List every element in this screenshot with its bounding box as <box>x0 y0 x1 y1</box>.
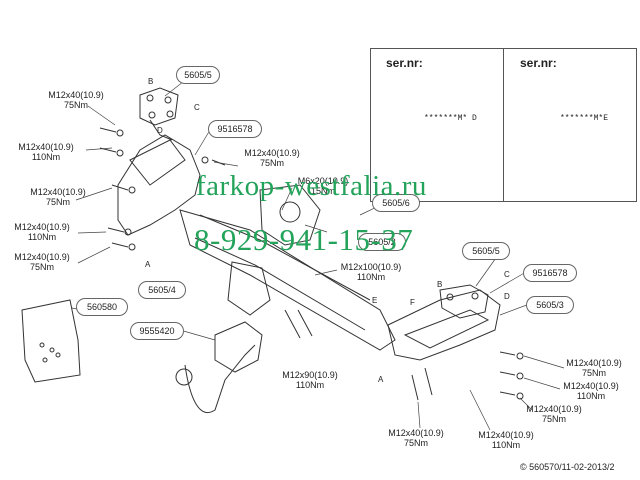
torque-label: M12x40(10.9)75Nm <box>526 404 582 424</box>
part-label-5605-5-top: 5605/5 <box>176 66 220 84</box>
part-label-9555420: 9555420 <box>130 322 184 340</box>
warning-panel-1-code: *******M* D <box>424 114 477 123</box>
warning-panel-2-code: *******M*E <box>560 114 609 123</box>
torque-label: M12x90(10.9)110Nm <box>282 370 338 390</box>
part-label-5605-2: 5605/2 <box>358 233 406 251</box>
ball-socket <box>214 321 263 373</box>
watermark-site: farkop-westfalia.ru <box>196 170 427 202</box>
torque-label: M12x40(10.9)75Nm <box>14 252 70 272</box>
callout-letter-c: C <box>504 270 510 279</box>
callout-letter-a: A <box>378 375 384 384</box>
torque-label: M12x40(10.9)110Nm <box>478 430 534 450</box>
tow-ball <box>175 368 193 386</box>
torque-label: M12x40(10.9)75Nm <box>388 428 444 448</box>
torque-label: M12x40(10.9)110Nm <box>14 222 70 242</box>
part-label-5605-4: 5605/4 <box>138 281 186 299</box>
torque-label: M6x20(10.9)15Nm <box>297 176 349 196</box>
torque-label: M12x40(10.9)75Nm <box>566 358 622 378</box>
torque-label: M12x40(10.9)75Nm <box>48 90 104 110</box>
part-label-5605-3: 5605/3 <box>526 296 574 314</box>
torque-label: M12x100(10.9)110Nm <box>340 262 402 282</box>
tow-ball-arm <box>184 344 256 413</box>
callout-letter-e: E <box>372 296 378 305</box>
warning-panel-1 <box>370 48 504 202</box>
center-bracket <box>259 184 321 246</box>
bolts-left <box>99 127 226 251</box>
part-label-5605-6: 5605/6 <box>372 194 420 212</box>
callout-letter-f: F <box>410 298 415 307</box>
watermark-phone: 8-929-941-15-37 <box>194 222 414 257</box>
callout-letter-d: D <box>157 126 163 135</box>
torque-label: M12x40(10.9)110Nm <box>18 142 74 162</box>
callout-letter-b: B <box>437 280 443 289</box>
torque-label: M12x40(10.9)75Nm <box>30 187 86 207</box>
warning-panel-2 <box>503 48 637 202</box>
part-label-5605-5-right: 5605/5 <box>462 242 510 260</box>
callout-letter-d: D <box>504 292 510 301</box>
callout-letter-b: B <box>148 77 154 86</box>
warning-panel-1-title: ser.nr: <box>386 56 423 70</box>
left-mount-plate <box>139 87 179 126</box>
callout-letter-c: C <box>194 103 200 112</box>
part-label-9516578-right: 9516578 <box>523 264 577 282</box>
license-plate-holder <box>21 299 81 383</box>
part-label-9516578-left: 9516578 <box>208 120 262 138</box>
part-label-560580: 560580 <box>76 298 128 316</box>
warning-panel-2-title: ser.nr: <box>520 56 557 70</box>
right-bracket <box>387 289 501 361</box>
copyright-text: © 560570/11-02-2013/2 <box>520 462 615 472</box>
callout-letter-a: A <box>145 260 151 269</box>
left-bracket <box>117 134 201 236</box>
bolts-right <box>284 309 524 401</box>
torque-label: M12x40(10.9)110Nm <box>563 381 619 401</box>
torque-label: M12x40(10.9)75Nm <box>244 148 300 168</box>
right-mount-plate <box>439 284 489 319</box>
crossbar <box>179 209 396 351</box>
